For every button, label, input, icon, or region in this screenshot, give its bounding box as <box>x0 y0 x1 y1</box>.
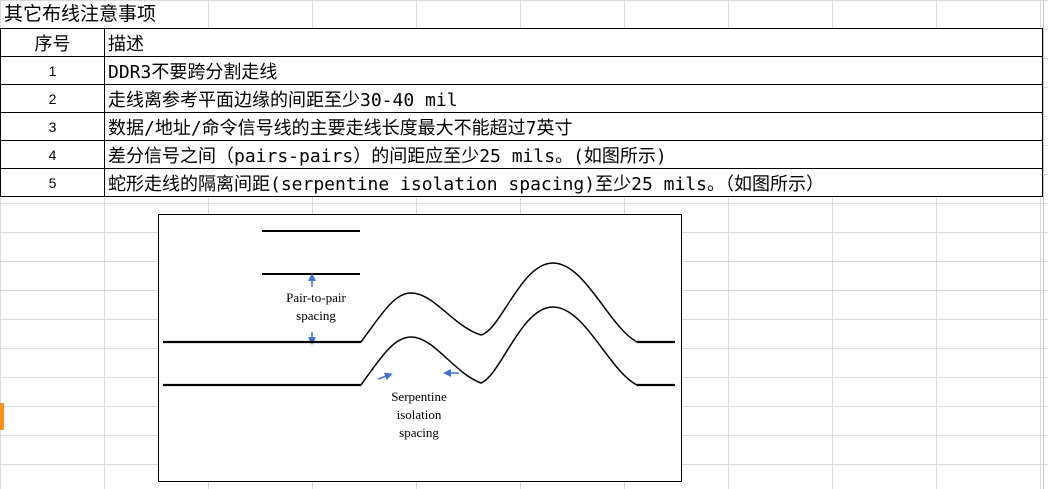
row-desc-cell[interactable]: 差分信号之间（pairs-pairs）的间距应至少25 mils。(如图所示) <box>104 140 1043 169</box>
serpentine-spacing-label-line: spacing <box>399 425 439 440</box>
pair-spacing-label-line: spacing <box>296 308 336 323</box>
table-row: 3 数据/地址/命令信号线的主要走线长度最大不能超过7英寸 <box>0 112 1043 141</box>
serpentine-trace-lower <box>163 306 675 386</box>
row-desc-cell[interactable]: 数据/地址/命令信号线的主要走线长度最大不能超过7英寸 <box>104 112 1043 141</box>
column-divider <box>1043 0 1044 489</box>
spacing-diagram-svg <box>163 230 675 387</box>
row-desc-cell[interactable]: 走线离参考平面边缘的间距至少30-40 mil <box>104 84 1043 113</box>
table-header-row: 序号 描述 <box>0 28 1043 57</box>
row-desc-cell[interactable]: DDR3不要跨分割走线 <box>104 56 1043 85</box>
header-index-cell[interactable]: 序号 <box>0 28 105 57</box>
serpentine-trace-upper <box>163 262 675 343</box>
row-index-cell[interactable]: 2 <box>0 84 105 113</box>
notes-table: 序号 描述 1 DDR3不要跨分割走线 2 走线离参考平面边缘的间距至少30-4… <box>0 28 1043 197</box>
row-desc-cell[interactable]: 蛇形走线的隔离间距(serpentine isolation spacing)至… <box>104 168 1043 197</box>
pair-spacing-label-line: Pair-to-pair <box>286 290 346 305</box>
serpentine-spacing-arrow-right <box>377 372 393 381</box>
sheet-edge-marker <box>0 403 4 430</box>
table-row: 4 差分信号之间（pairs-pairs）的间距应至少25 mils。(如图所示… <box>0 140 1043 169</box>
row-index-cell[interactable]: 5 <box>0 168 105 197</box>
row-index-cell[interactable]: 4 <box>0 140 105 169</box>
table-row: 2 走线离参考平面边缘的间距至少30-40 mil <box>0 84 1043 113</box>
serpentine-spacing-label-line: Serpentine <box>391 389 447 404</box>
table-row: 1 DDR3不要跨分割走线 <box>0 56 1043 85</box>
serpentine-spacing-label: Serpentine isolation spacing <box>371 388 467 442</box>
spacing-diagram-image[interactable]: Pair-to-pair spacing Serpentine isolatio… <box>158 214 682 482</box>
table-row: 5 蛇形走线的隔离间距(serpentine isolation spacing… <box>0 168 1043 197</box>
header-desc-cell[interactable]: 描述 <box>104 28 1043 57</box>
serpentine-spacing-label-line: isolation <box>396 407 442 422</box>
sheet-title[interactable]: 其它布线注意事项 <box>4 2 163 26</box>
row-index-cell[interactable]: 1 <box>0 56 105 85</box>
pair-spacing-label: Pair-to-pair spacing <box>271 289 361 325</box>
row-index-cell[interactable]: 3 <box>0 112 105 141</box>
